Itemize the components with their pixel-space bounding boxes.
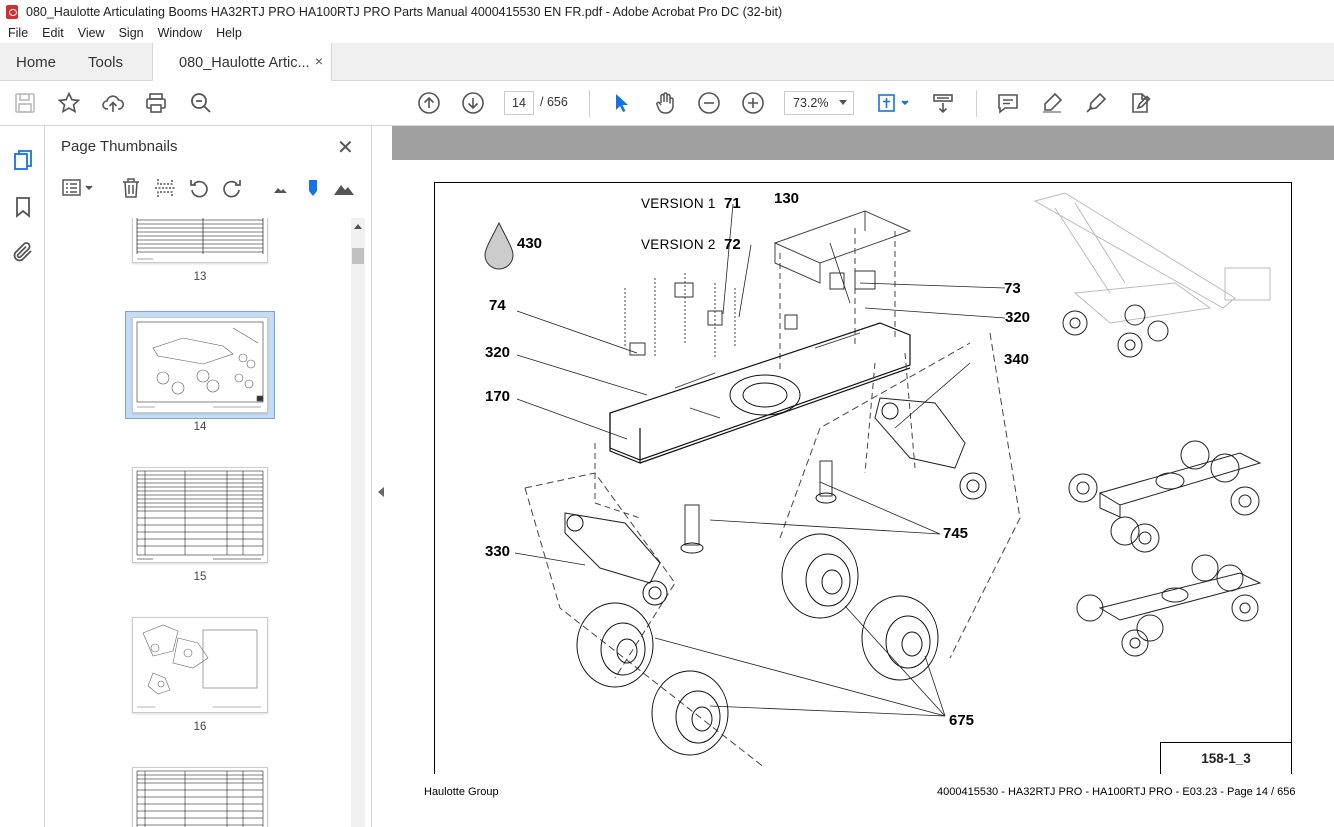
- thumbnail-scrollbar[interactable]: [351, 218, 365, 827]
- callout-320: 320: [485, 344, 511, 361]
- page-gap: [392, 126, 1334, 160]
- draw-sign-icon[interactable]: [1084, 91, 1108, 115]
- callout-130: 130: [774, 190, 800, 207]
- thumbnail-page-15[interactable]: [132, 467, 268, 563]
- callout-340: 340: [1004, 351, 1030, 368]
- save-icon[interactable]: [13, 91, 37, 115]
- close-tab-icon[interactable]: ×: [314, 53, 323, 69]
- edit-document-icon[interactable]: [1128, 91, 1152, 115]
- thumbnail-label: 14: [193, 421, 207, 433]
- menu-help[interactable]: Help: [216, 26, 242, 40]
- upload-cloud-icon[interactable]: [101, 91, 125, 115]
- print-icon[interactable]: [144, 91, 168, 115]
- chevron-down-icon: [839, 100, 847, 105]
- comment-icon[interactable]: [996, 91, 1020, 115]
- fit-page-icon[interactable]: [876, 91, 912, 115]
- menu-bar: File Edit View Sign Window Help: [0, 23, 1334, 43]
- callout-330: 330: [485, 543, 511, 560]
- callout-320: 320: [1005, 309, 1031, 326]
- zoom-out-icon[interactable]: [697, 91, 721, 115]
- toolbar-divider: [589, 90, 590, 117]
- zoom-in-icon[interactable]: [741, 91, 765, 115]
- scroll-mode-icon[interactable]: [931, 91, 955, 115]
- next-page-icon[interactable]: [461, 91, 485, 115]
- rotate-left-icon[interactable]: [188, 177, 210, 199]
- bookmarks-icon[interactable]: [11, 195, 35, 219]
- page-thumbnails-pane: Page Thumbnails ✕: [45, 126, 372, 827]
- highlight-pen-icon[interactable]: [1040, 91, 1064, 115]
- thumbnail-large-icon[interactable]: [333, 177, 355, 199]
- scroll-up-icon[interactable]: [354, 224, 362, 229]
- callout-71: 71: [724, 195, 741, 212]
- collapse-pane-icon[interactable]: [378, 487, 384, 497]
- attachments-icon[interactable]: [11, 240, 35, 264]
- callout-675: 675: [949, 712, 975, 729]
- thumbnail-label: 13: [193, 271, 207, 283]
- close-pane-icon[interactable]: ✕: [337, 137, 354, 159]
- thumbnail-label: 16: [193, 721, 207, 733]
- extract-pages-icon[interactable]: [154, 177, 176, 199]
- thumbnail-page-14[interactable]: [132, 317, 268, 413]
- tab-document-label: 080_Haulotte Artic...: [179, 54, 310, 71]
- menu-view[interactable]: View: [77, 26, 105, 40]
- bookmark-star-icon[interactable]: [57, 91, 81, 115]
- thumbnail-label: 15: [193, 571, 207, 583]
- page-total: / 656: [540, 95, 568, 109]
- title-bar: 080_Haulotte Articulating Booms HA32RTJ …: [0, 0, 1334, 23]
- thumbnail-marker-icon[interactable]: [302, 177, 324, 199]
- toolbar: 14 / 656 73.2%: [0, 81, 1334, 126]
- tab-document[interactable]: 080_Haulotte Artic... ×: [152, 43, 332, 82]
- rotate-right-icon[interactable]: [221, 177, 243, 199]
- select-cursor-icon[interactable]: [609, 91, 633, 115]
- tab-home[interactable]: Home: [16, 53, 57, 71]
- thumbnail-page-16[interactable]: [132, 617, 268, 713]
- version-1-label: VERSION 1: [641, 196, 716, 211]
- drawing-reference: 158-1_3: [1160, 742, 1291, 774]
- previous-page-icon[interactable]: [417, 91, 441, 115]
- callout-72: 72: [724, 236, 741, 253]
- callout-74: 74: [489, 297, 506, 314]
- page-number-input[interactable]: 14: [504, 91, 534, 115]
- window-title: 080_Haulotte Articulating Booms HA32RTJ …: [26, 4, 783, 19]
- thumbnail-list: 13 14: [45, 218, 351, 827]
- menu-edit[interactable]: Edit: [42, 26, 64, 40]
- callout-73: 73: [1004, 280, 1021, 297]
- callout-430: 430: [517, 235, 543, 252]
- menu-file[interactable]: File: [8, 26, 29, 40]
- tab-tools[interactable]: Tools: [88, 53, 124, 71]
- toolbar-divider: [976, 90, 977, 117]
- thumbnail-small-icon[interactable]: [270, 177, 292, 199]
- footer-page-info: 4000415530 - HA32RTJ PRO - HA100RTJ PRO …: [937, 786, 1296, 798]
- zoom-level-value: 73.2%: [793, 96, 829, 110]
- zoom-level-select[interactable]: 73.2%: [784, 91, 854, 115]
- tab-bar: Home Tools 080_Haulotte Artic... ×: [0, 43, 1334, 82]
- thumbnail-page-13[interactable]: [132, 218, 268, 263]
- pane-title: Page Thumbnails: [61, 138, 178, 155]
- menu-window[interactable]: Window: [157, 26, 203, 40]
- callout-745: 745: [943, 525, 969, 542]
- left-rail: [0, 126, 45, 827]
- version-2-label: VERSION 2: [641, 237, 716, 252]
- document-view[interactable]: [392, 126, 1334, 827]
- footer-company: Haulotte Group: [424, 786, 499, 798]
- acrobat-icon: [6, 4, 18, 19]
- callout-170: 170: [485, 388, 511, 405]
- delete-page-icon[interactable]: [120, 177, 142, 199]
- page-thumbnails-icon[interactable]: [11, 148, 35, 172]
- zoom-search-icon[interactable]: [189, 91, 213, 115]
- hand-tool-icon[interactable]: [653, 91, 677, 115]
- thumbnail-page-17[interactable]: [132, 767, 268, 827]
- exploded-parts-diagram: [484, 192, 1271, 769]
- scrollbar-thumb[interactable]: [352, 248, 364, 264]
- drawing-frame: VERSION 1 VERSION 2 430 71 72 130 73 320…: [434, 182, 1292, 774]
- options-menu-icon[interactable]: [61, 177, 95, 199]
- menu-sign[interactable]: Sign: [118, 26, 144, 40]
